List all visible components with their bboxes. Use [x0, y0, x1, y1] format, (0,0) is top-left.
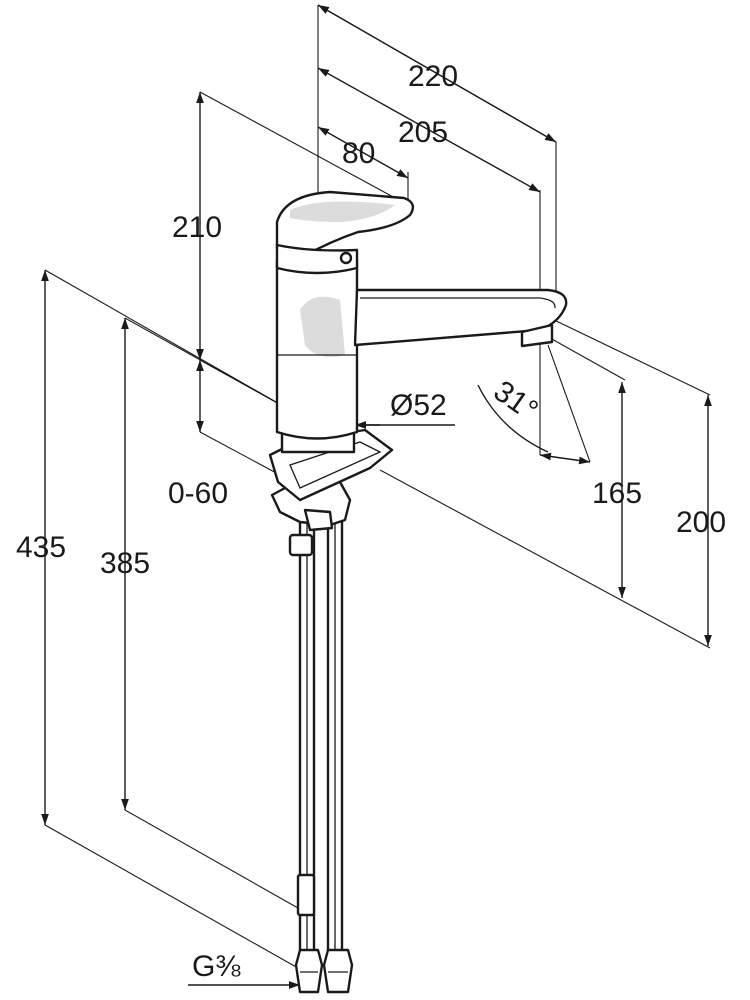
dim-210-label: 210 [172, 211, 222, 244]
faucet-column [275, 257, 359, 440]
angle-arc-31 [477, 384, 549, 453]
dimension-labels: 220 205 80 210 Ø52 0-60 31° 165 200 435 … [16, 60, 726, 983]
dim-31-label: 31° [488, 374, 544, 427]
lever-collar [275, 243, 359, 275]
dim-165-label: 165 [592, 477, 642, 510]
dim-385-label: 385 [100, 547, 150, 580]
dim-0-60-label: 0-60 [168, 477, 228, 510]
mounting-fixing [268, 428, 394, 532]
dim-220-label: 220 [408, 60, 458, 93]
dimension-lines [41, 4, 712, 989]
dim-52-label: Ø52 [390, 389, 447, 422]
dim-g38-label: G⅜ [192, 950, 241, 983]
extension-lines [44, 4, 711, 973]
fixing-clip [303, 508, 334, 532]
hose-nut-left [294, 948, 324, 994]
faucet-spout [353, 288, 568, 348]
dim-line-205 [317, 67, 541, 193]
lever-screw [339, 251, 353, 265]
faucet [268, 190, 568, 994]
hose-crimp [296, 873, 316, 917]
hose-fitting-top [288, 533, 314, 557]
dim-line-80 [317, 126, 409, 179]
dim-205-label: 205 [398, 116, 448, 149]
dim-200-label: 200 [676, 506, 726, 539]
dim-435-label: 435 [16, 531, 66, 564]
supply-hoses [288, 493, 354, 994]
hose-nut-right [322, 948, 354, 994]
angle-arrow-31 [539, 452, 591, 465]
faucet-lever [275, 190, 415, 275]
aerator [520, 323, 554, 348]
dim-80-label: 80 [342, 137, 375, 170]
